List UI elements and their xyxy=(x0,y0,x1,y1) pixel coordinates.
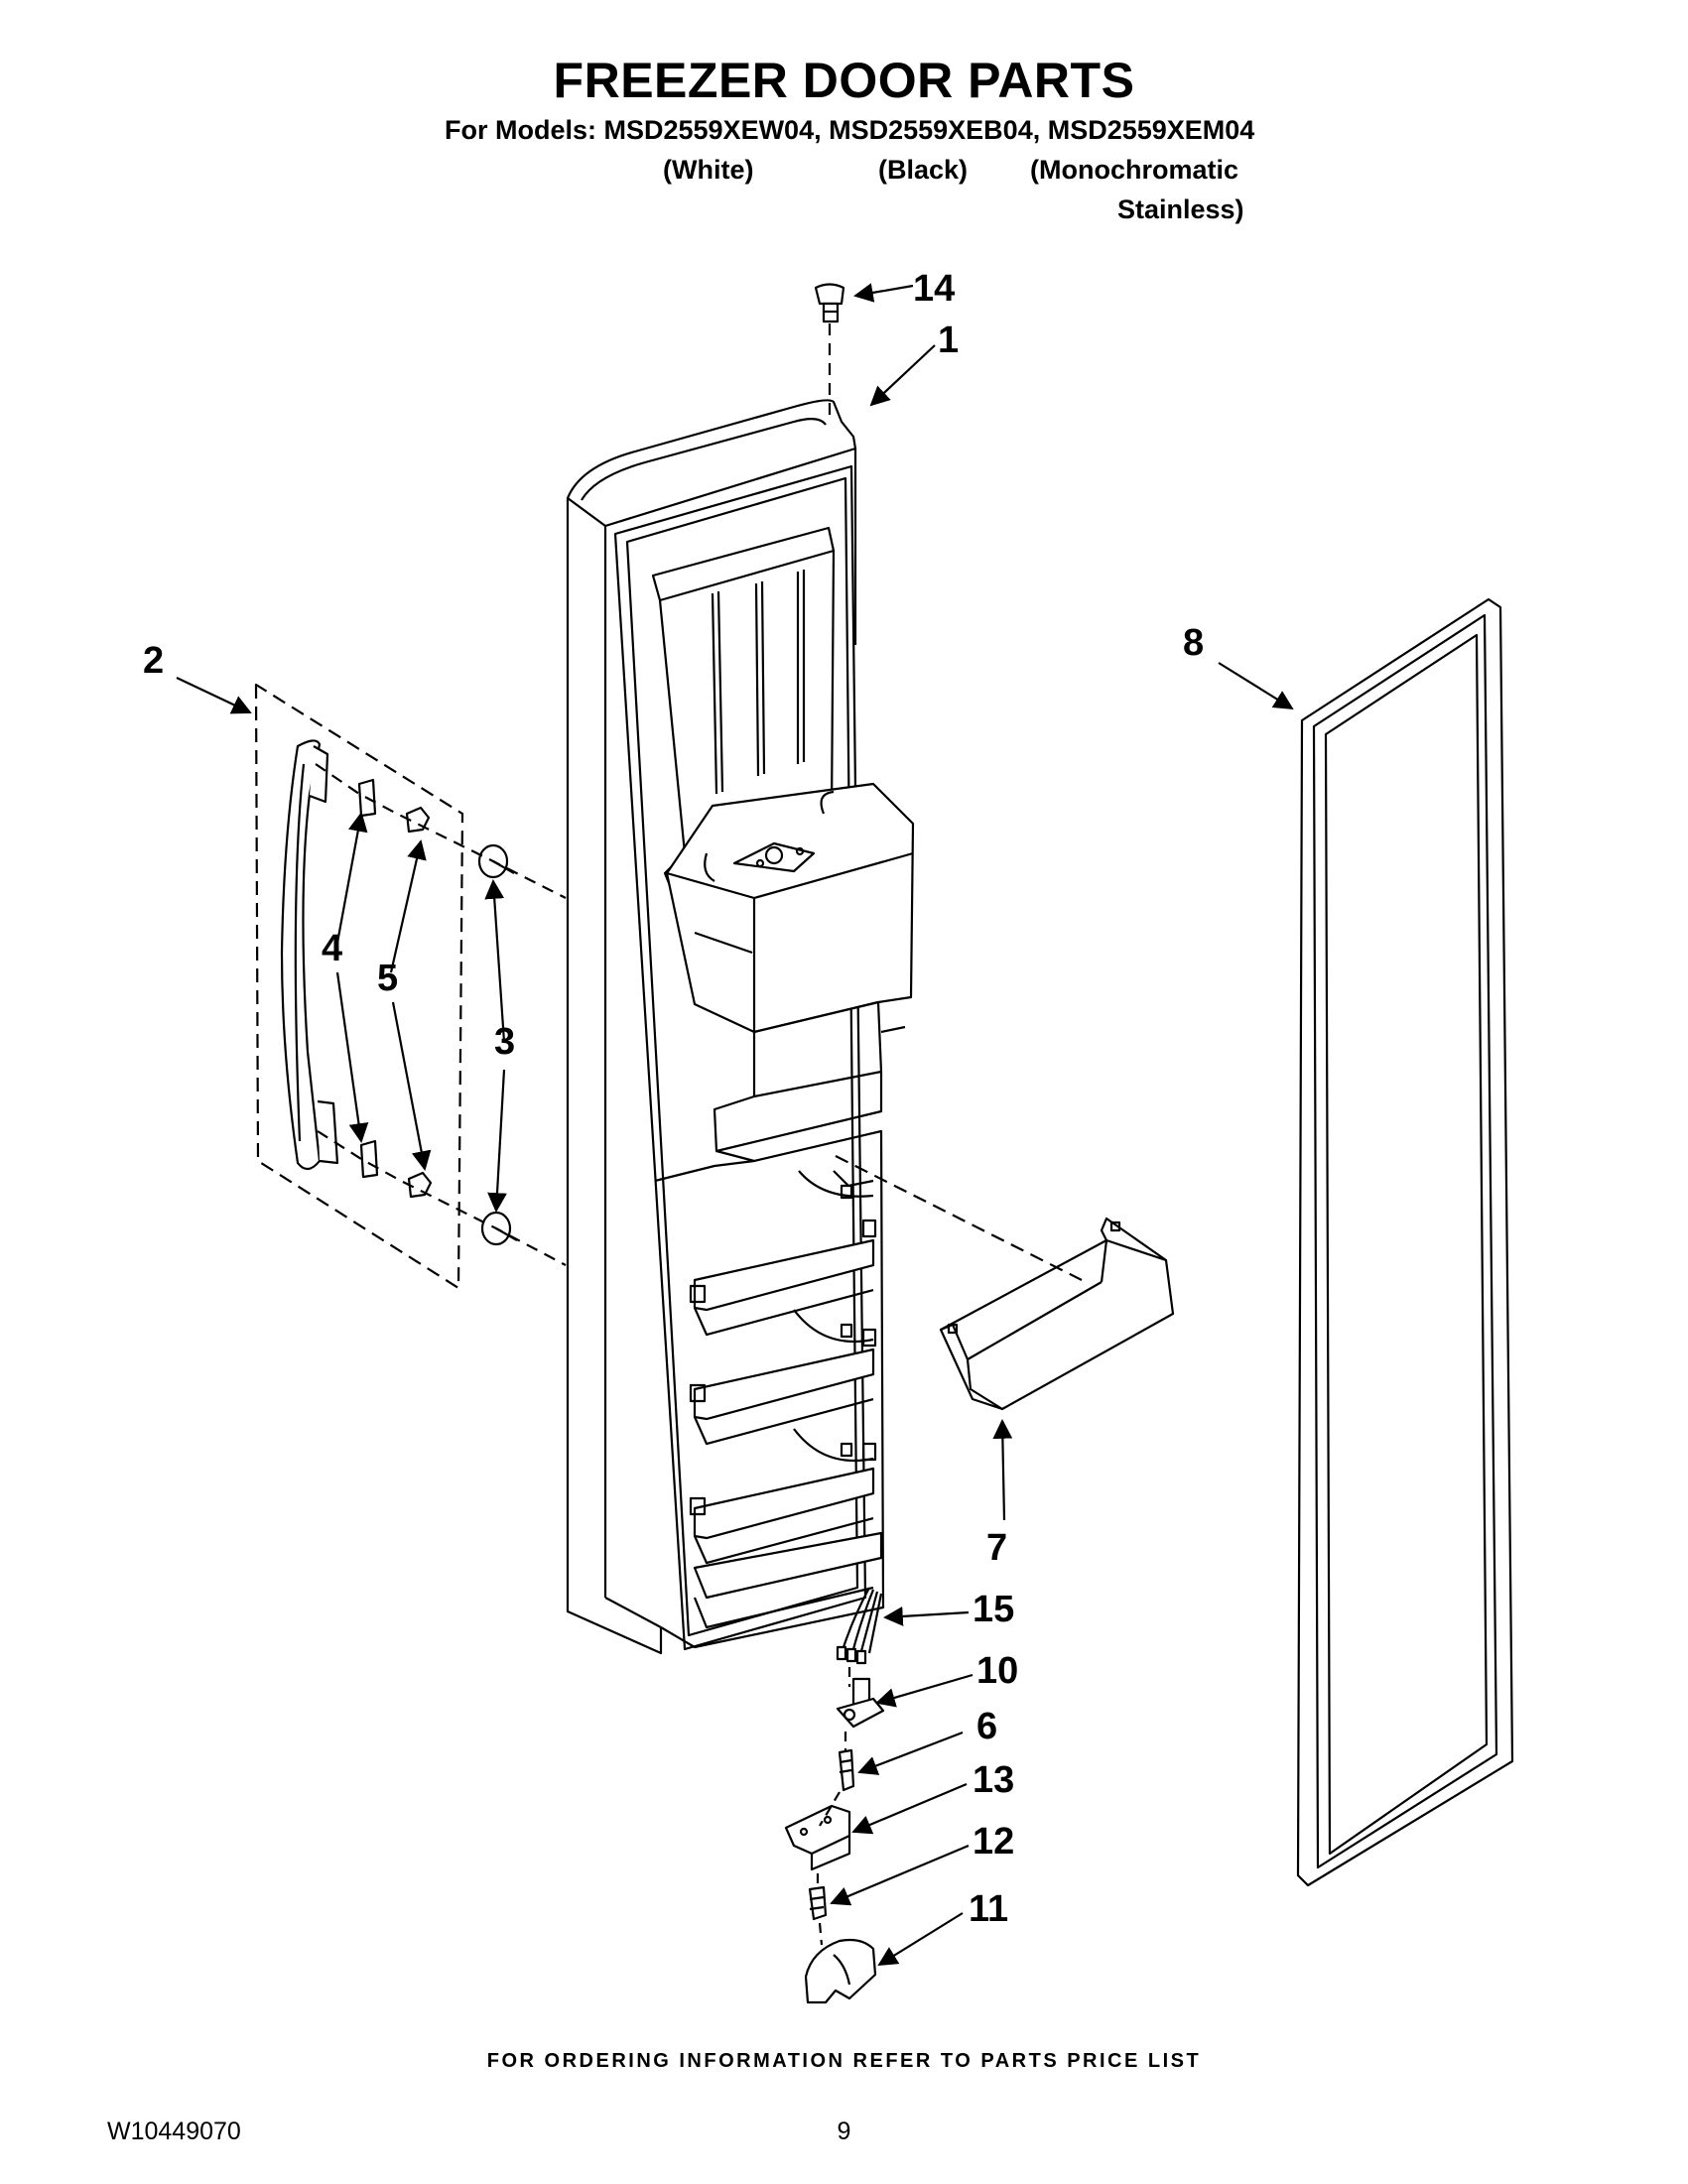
callout-2: 2 xyxy=(143,640,164,682)
part-11-hinge-cover xyxy=(804,1938,877,2004)
models-line: For Models: MSD2559XEW04, MSD2559XEB04, … xyxy=(445,115,1255,145)
part-15-wire-harness xyxy=(836,1587,883,1665)
part-8-door-gasket xyxy=(1296,597,1514,1887)
document-number: W10449070 xyxy=(107,2118,241,2145)
variant-monochromatic: (Monochromatic xyxy=(1030,155,1239,185)
callout-14: 14 xyxy=(913,268,955,310)
variant-stainless: Stainless) xyxy=(1117,194,1244,224)
page-title: FREEZER DOOR PARTS xyxy=(553,53,1135,108)
callout-1: 1 xyxy=(938,320,959,361)
variant-black: (Black) xyxy=(878,155,969,185)
part-10-hinge-pin xyxy=(836,1677,885,1729)
part-13-hinge-plate xyxy=(784,1804,851,1871)
callout-15: 15 xyxy=(973,1589,1014,1630)
callout-13: 13 xyxy=(973,1759,1014,1801)
page-number: 9 xyxy=(837,2118,851,2145)
part-12-screw xyxy=(808,1885,828,1921)
ordering-note: FOR ORDERING INFORMATION REFER TO PARTS … xyxy=(486,2050,1202,2072)
callout-8: 8 xyxy=(1183,622,1204,664)
callout-10: 10 xyxy=(976,1650,1018,1692)
handle-assembly xyxy=(254,683,567,1290)
callout-4: 4 xyxy=(322,928,342,969)
freezer-door-body xyxy=(566,399,915,1655)
callout-7: 7 xyxy=(986,1527,1007,1569)
part-7-door-bin xyxy=(939,1217,1175,1411)
variant-white: (White) xyxy=(663,155,754,185)
part-14-bushing xyxy=(814,283,845,323)
callout-5: 5 xyxy=(377,958,398,999)
callout-12: 12 xyxy=(973,1821,1014,1863)
part-6-screw xyxy=(838,1748,855,1792)
callout-6: 6 xyxy=(976,1706,997,1747)
callout-3: 3 xyxy=(494,1021,515,1063)
callout-11: 11 xyxy=(969,1888,1008,1930)
